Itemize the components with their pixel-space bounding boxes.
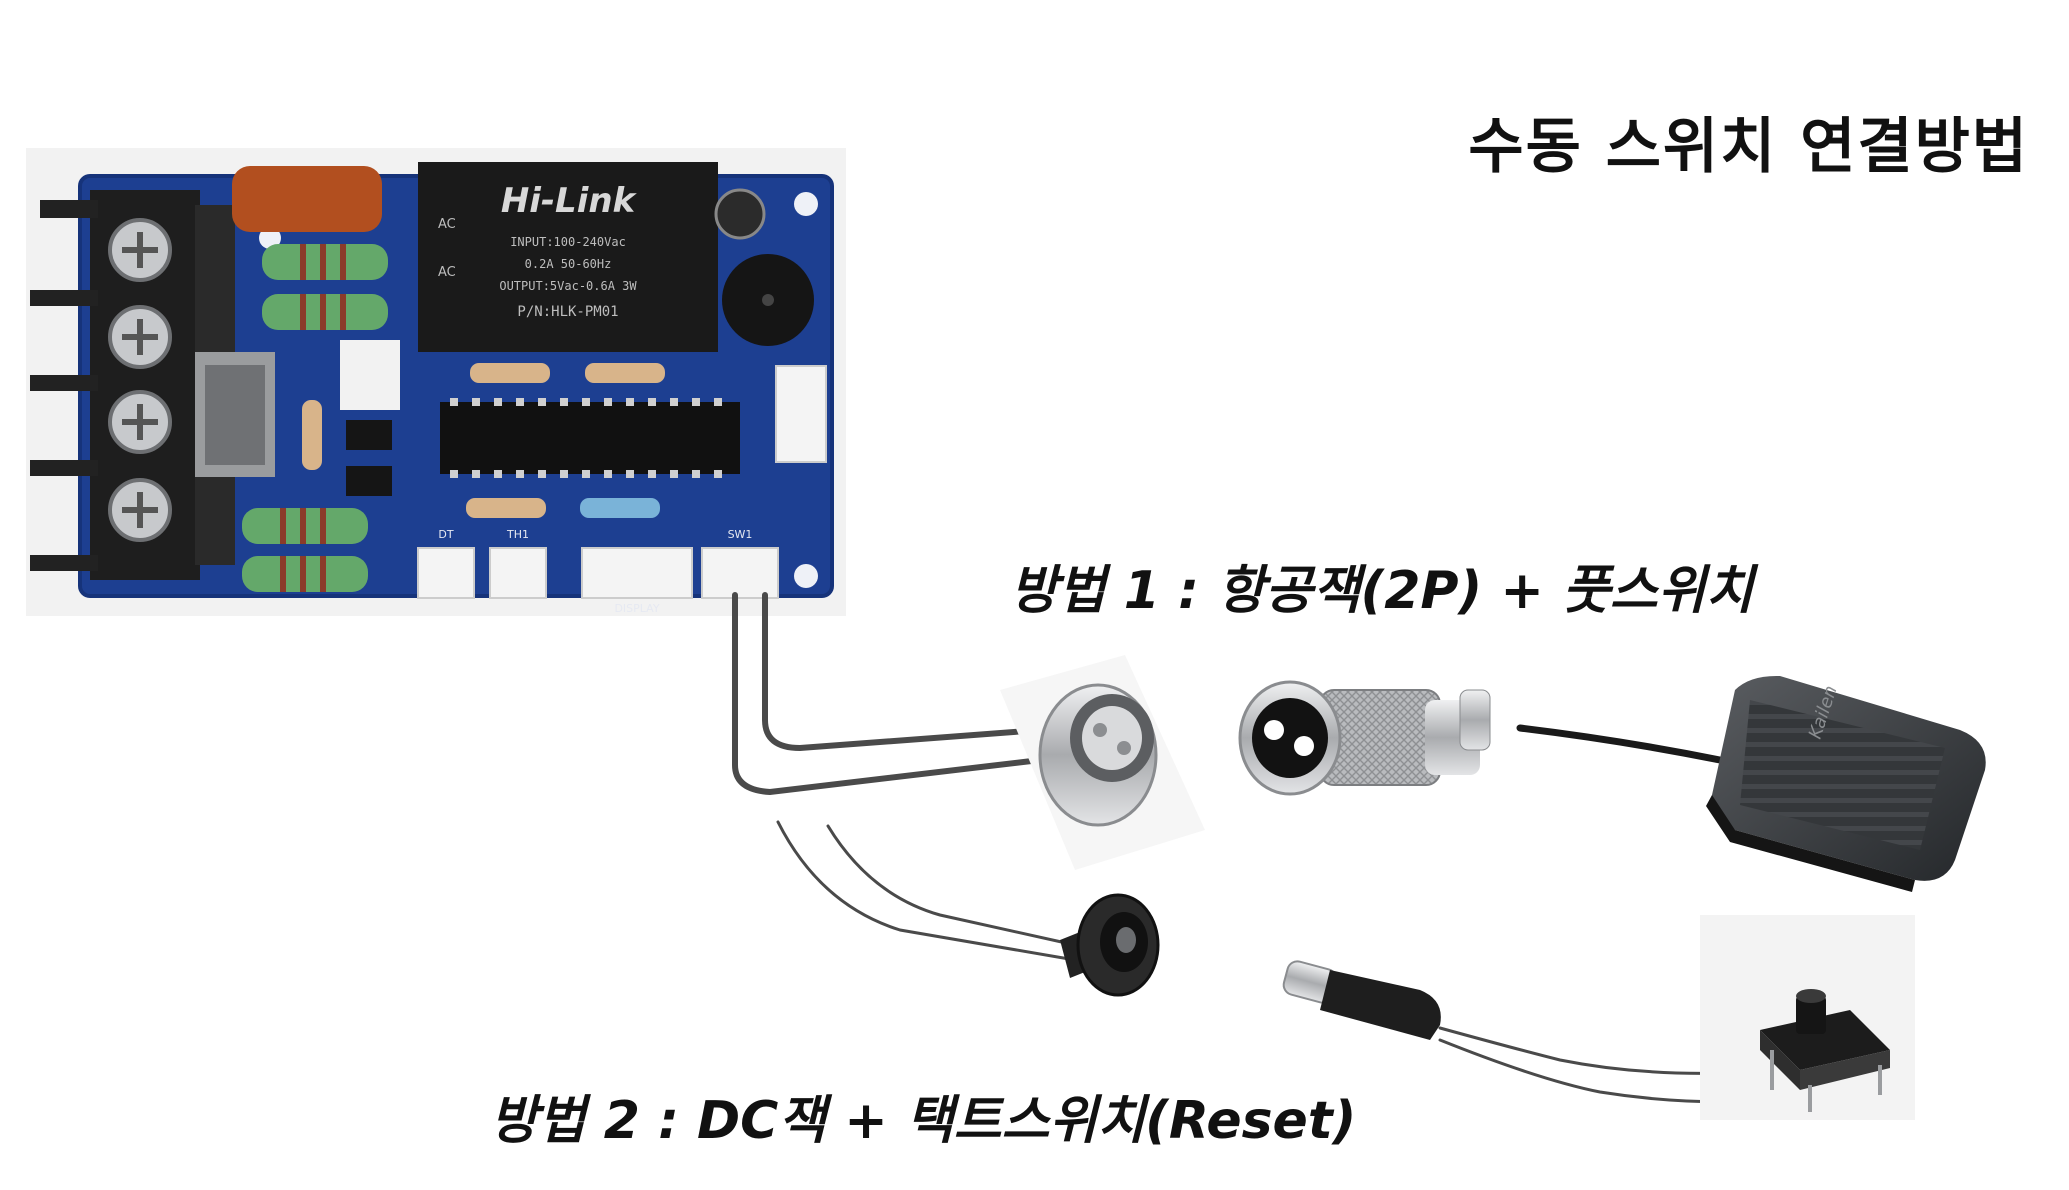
module-brand: Hi-Link <box>501 181 638 221</box>
tact-switch-icon <box>1700 915 1915 1120</box>
ac-label: AC <box>438 265 456 280</box>
connector-label: SW1 <box>728 528 753 541</box>
mcu-chip <box>440 398 740 478</box>
foot-pedal-icon: Kailen <box>1706 675 1986 892</box>
connector-label: DISPLAY <box>614 602 659 615</box>
module-line: P/N:HLK-PM01 <box>517 304 618 320</box>
method-2-label: 방법 2 : DC잭 + 택트스위치(Reset) <box>490 1091 1357 1151</box>
module-line: INPUT:100-240Vac <box>510 235 626 249</box>
power-module: Hi-Link INPUT:100-240Vac 0.2A 50-60Hz OU… <box>418 162 718 352</box>
aviation-plug-icon <box>1238 680 1491 796</box>
method-1-label: 방법 1 : 항공잭(2P) + 풋스위치 <box>1010 561 1754 621</box>
dc-plug-icon <box>1282 960 1441 1040</box>
dc-jack-icon <box>1060 893 1160 997</box>
page-title: 수동 스위치 연결방법 <box>1468 112 2029 182</box>
wires <box>732 592 1802 1104</box>
bottom-connectors: DT TH1 DISPLAY SW1 <box>417 528 779 615</box>
aviation-jack-icon <box>1000 655 1205 870</box>
module-line: OUTPUT:5Vac-0.6A 3W <box>499 279 637 293</box>
ac-label: AC <box>438 217 456 232</box>
connector-label: DT <box>438 528 453 541</box>
pcb-board-icon: Hi-Link INPUT:100-240Vac 0.2A 50-60Hz OU… <box>26 148 846 616</box>
module-line: 0.2A 50-60Hz <box>525 257 612 271</box>
connector-label: TH1 <box>506 528 529 541</box>
